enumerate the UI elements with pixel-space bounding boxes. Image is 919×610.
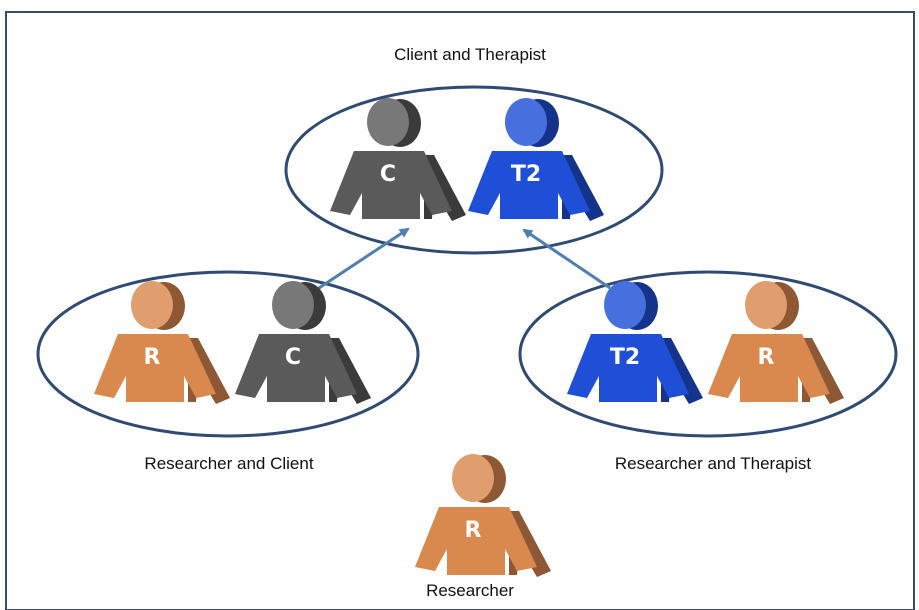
person-body bbox=[567, 334, 703, 404]
person-head bbox=[745, 281, 799, 330]
ellipse-client-therapist bbox=[284, 85, 664, 255]
person-body bbox=[235, 334, 371, 404]
diagram-border bbox=[5, 11, 915, 610]
client-figure: C bbox=[330, 98, 466, 221]
researcher-figure: R bbox=[415, 454, 551, 577]
person-body bbox=[94, 334, 230, 404]
person-label: T2 bbox=[610, 345, 640, 370]
researcher-figure: R bbox=[708, 281, 844, 404]
person-head bbox=[452, 454, 506, 503]
person-body bbox=[708, 334, 844, 404]
researcher-figure: R bbox=[94, 281, 230, 404]
caption-researcher: Researcher bbox=[426, 581, 514, 600]
caption-researcher-therapist: Researcher and Therapist bbox=[614, 454, 812, 473]
arrow-client-link bbox=[315, 227, 410, 292]
person-label: R bbox=[144, 345, 161, 370]
person-body bbox=[330, 151, 466, 221]
ellipse-researcher-client bbox=[36, 270, 420, 438]
person-label: T2 bbox=[511, 162, 541, 187]
person-head bbox=[131, 281, 185, 330]
person-head bbox=[272, 281, 326, 330]
caption-researcher-client: Researcher and Client bbox=[144, 454, 314, 473]
therapist-figure: T2 bbox=[567, 281, 703, 404]
ellipse-researcher-therapist bbox=[518, 270, 898, 438]
person-head bbox=[505, 98, 559, 147]
person-head bbox=[604, 281, 658, 330]
person-label: R bbox=[465, 518, 482, 543]
client-figure: C bbox=[235, 281, 371, 404]
therapist-figure: T2 bbox=[468, 98, 604, 221]
person-body bbox=[415, 507, 551, 577]
person-body bbox=[468, 151, 604, 221]
person-label: R bbox=[758, 345, 775, 370]
caption-client-therapist: Client and Therapist bbox=[394, 45, 546, 64]
person-label: C bbox=[285, 345, 301, 370]
arrow-therapist-link bbox=[522, 228, 611, 290]
person-label: C bbox=[380, 162, 396, 187]
person-head bbox=[367, 98, 421, 147]
